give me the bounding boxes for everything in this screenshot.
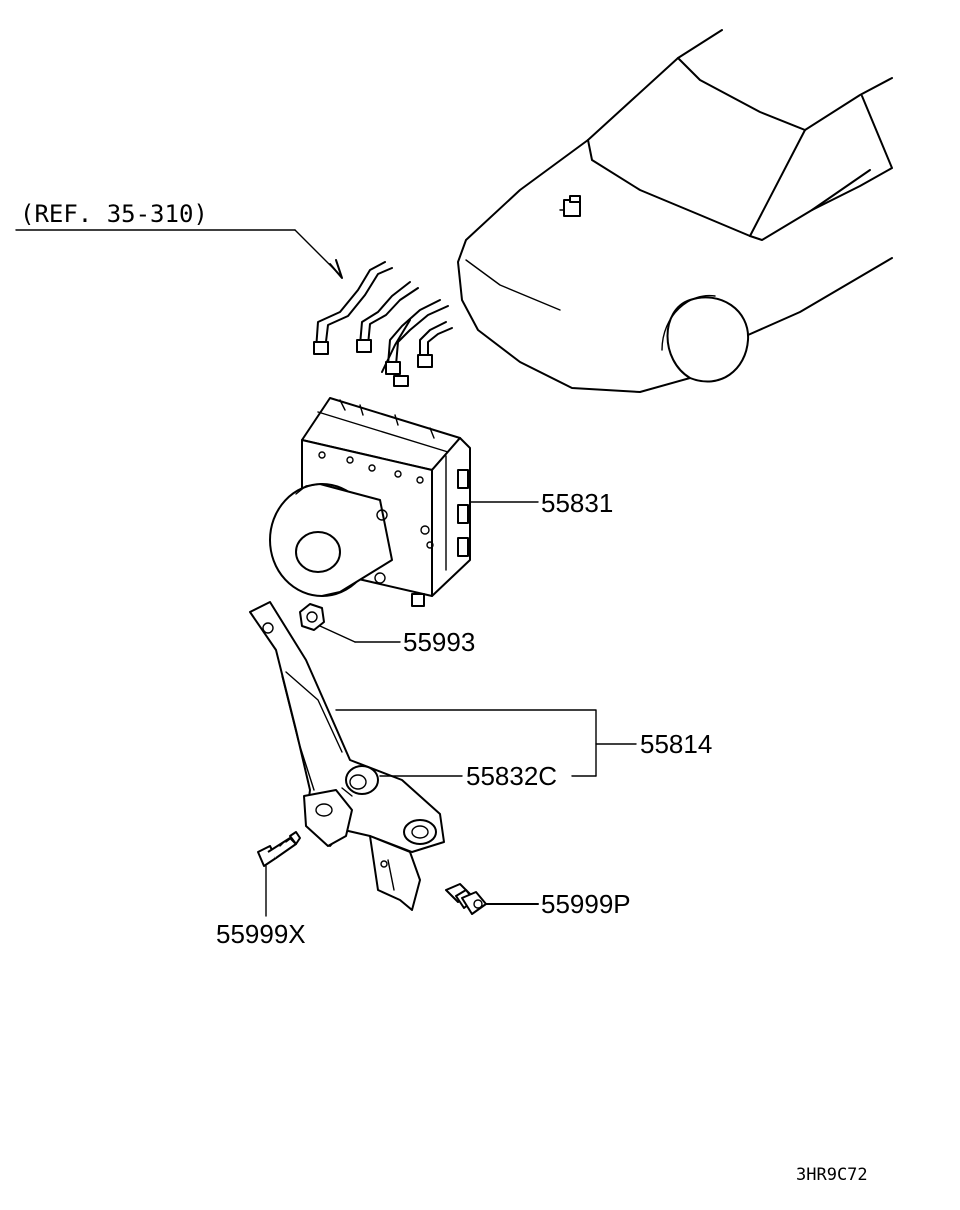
part-label-55831: 55831 <box>541 488 613 518</box>
brake-tubes <box>313 261 453 387</box>
part-label-55999p: 55999P <box>541 889 631 919</box>
bolt-55999p <box>445 883 487 915</box>
part-label-55832c: 55832C <box>466 761 557 791</box>
hood-location-marker-icon <box>559 195 581 217</box>
abs-hydraulic-unit <box>269 397 471 607</box>
drawing-code: 3HR9C72 <box>796 1165 868 1185</box>
bolt-55999x <box>257 831 301 867</box>
part-label-55814: 55814 <box>640 729 712 759</box>
reference-label: (REF. 35-310) <box>20 200 208 228</box>
part-label-55993: 55993 <box>403 627 475 657</box>
vehicle-outline <box>457 29 893 393</box>
mounting-bracket <box>249 601 445 911</box>
bushing-55832c <box>341 765 379 797</box>
part-label-55999x: 55999X <box>216 919 306 949</box>
nut-55993 <box>299 603 325 631</box>
